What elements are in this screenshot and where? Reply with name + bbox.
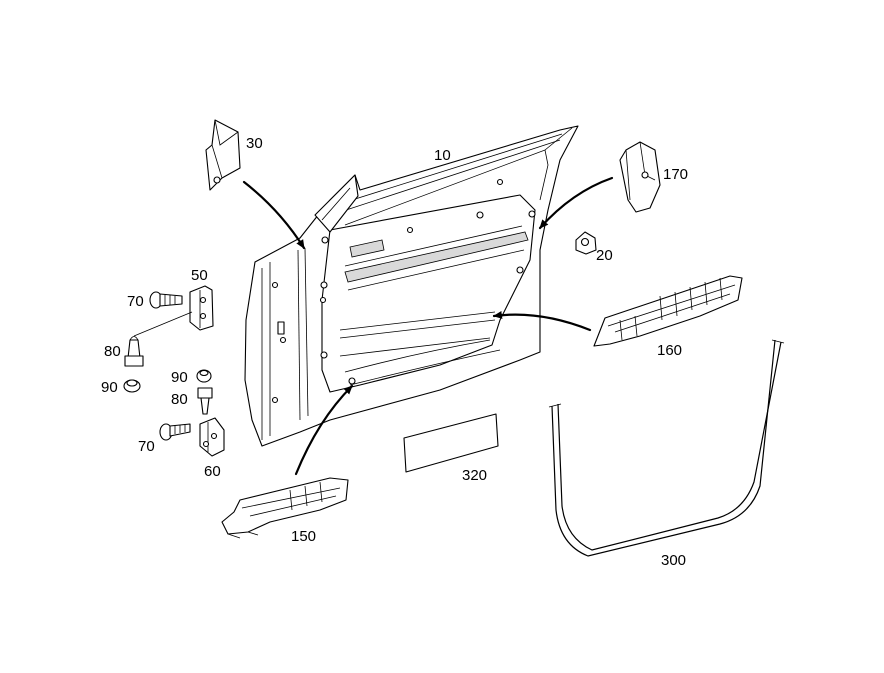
- label-20: 20: [596, 247, 613, 264]
- label-150: 150: [291, 528, 316, 545]
- label-50: 50: [191, 267, 208, 284]
- part-80-bolt-right: [197, 387, 213, 415]
- part-70-screw-bottom: [159, 423, 191, 441]
- part-90-nut-right: [196, 369, 212, 383]
- label-60: 60: [204, 463, 221, 480]
- label-70-bottom: 70: [138, 438, 155, 455]
- part-60-hinge: [199, 417, 225, 457]
- part-90-nut-left: [123, 379, 141, 393]
- part-20-nut: [575, 231, 597, 255]
- label-170: 170: [663, 166, 688, 183]
- part-150-trim: [221, 477, 349, 539]
- arrows: [242, 176, 614, 476]
- part-320-label: [403, 413, 499, 473]
- label-30: 30: [246, 135, 263, 152]
- door-shell: [244, 125, 579, 447]
- label-70-top: 70: [127, 293, 144, 310]
- label-80-left: 80: [104, 343, 121, 360]
- part-70-screw-top: [149, 291, 183, 309]
- label-160: 160: [657, 342, 682, 359]
- part-30-bracket: [205, 119, 241, 191]
- label-80-right: 80: [171, 391, 188, 408]
- label-320: 320: [462, 467, 487, 484]
- part-300-seal: [548, 339, 785, 557]
- label-90-right: 90: [171, 369, 188, 386]
- part-80-bolt-left: [124, 311, 193, 367]
- part-160-trim: [593, 275, 743, 347]
- label-90-left: 90: [101, 379, 118, 396]
- label-10: 10: [434, 147, 451, 164]
- label-300: 300: [661, 552, 686, 569]
- part-170-bracket: [619, 141, 661, 213]
- part-50-hinge: [189, 285, 214, 331]
